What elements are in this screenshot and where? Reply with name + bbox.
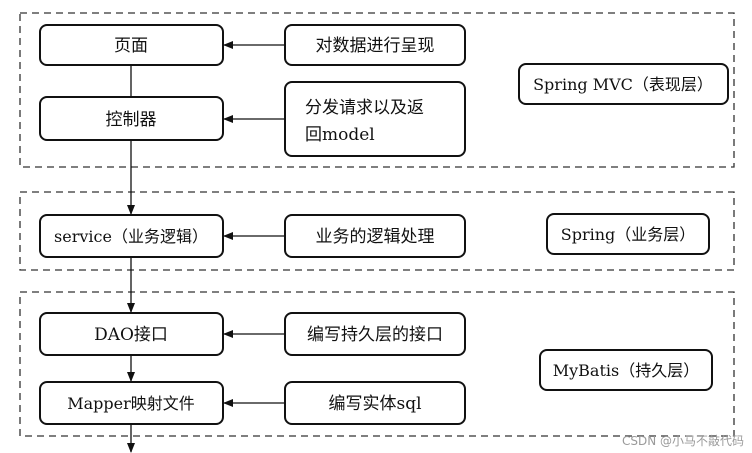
mapper-note: 编写实体sql (328, 394, 421, 414)
mybatis-layer-label: MyBatis（持久层） (553, 361, 699, 380)
mvc-layer-label: Spring MVC（表现层） (533, 75, 713, 94)
mvc-layer-label-box (518, 63, 729, 105)
dao-label: DAO接口 (94, 325, 168, 345)
controller-label: 控制器 (106, 110, 157, 130)
service-label: service（业务逻辑） (54, 227, 208, 246)
controller-note-line1: 分发请求以及返 (305, 98, 424, 118)
mapper-label: Mapper映射文件 (67, 394, 195, 413)
watermark: CSDN @小马不敲代码 (622, 433, 744, 448)
page-label: 页面 (114, 36, 148, 56)
dao-note: 编写持久层的接口 (307, 325, 443, 345)
spring-layer-label-box (546, 213, 710, 255)
spring-layer-label: Spring（业务层） (561, 225, 696, 244)
mybatis-layer-container (19, 291, 735, 437)
mybatis-layer-label-box (539, 349, 713, 391)
mvc-layer-container (19, 12, 735, 168)
controller-note-line2: 回model (305, 125, 375, 145)
service-note: 业务的逻辑处理 (316, 227, 435, 247)
page-note: 对数据进行呈现 (316, 36, 435, 56)
